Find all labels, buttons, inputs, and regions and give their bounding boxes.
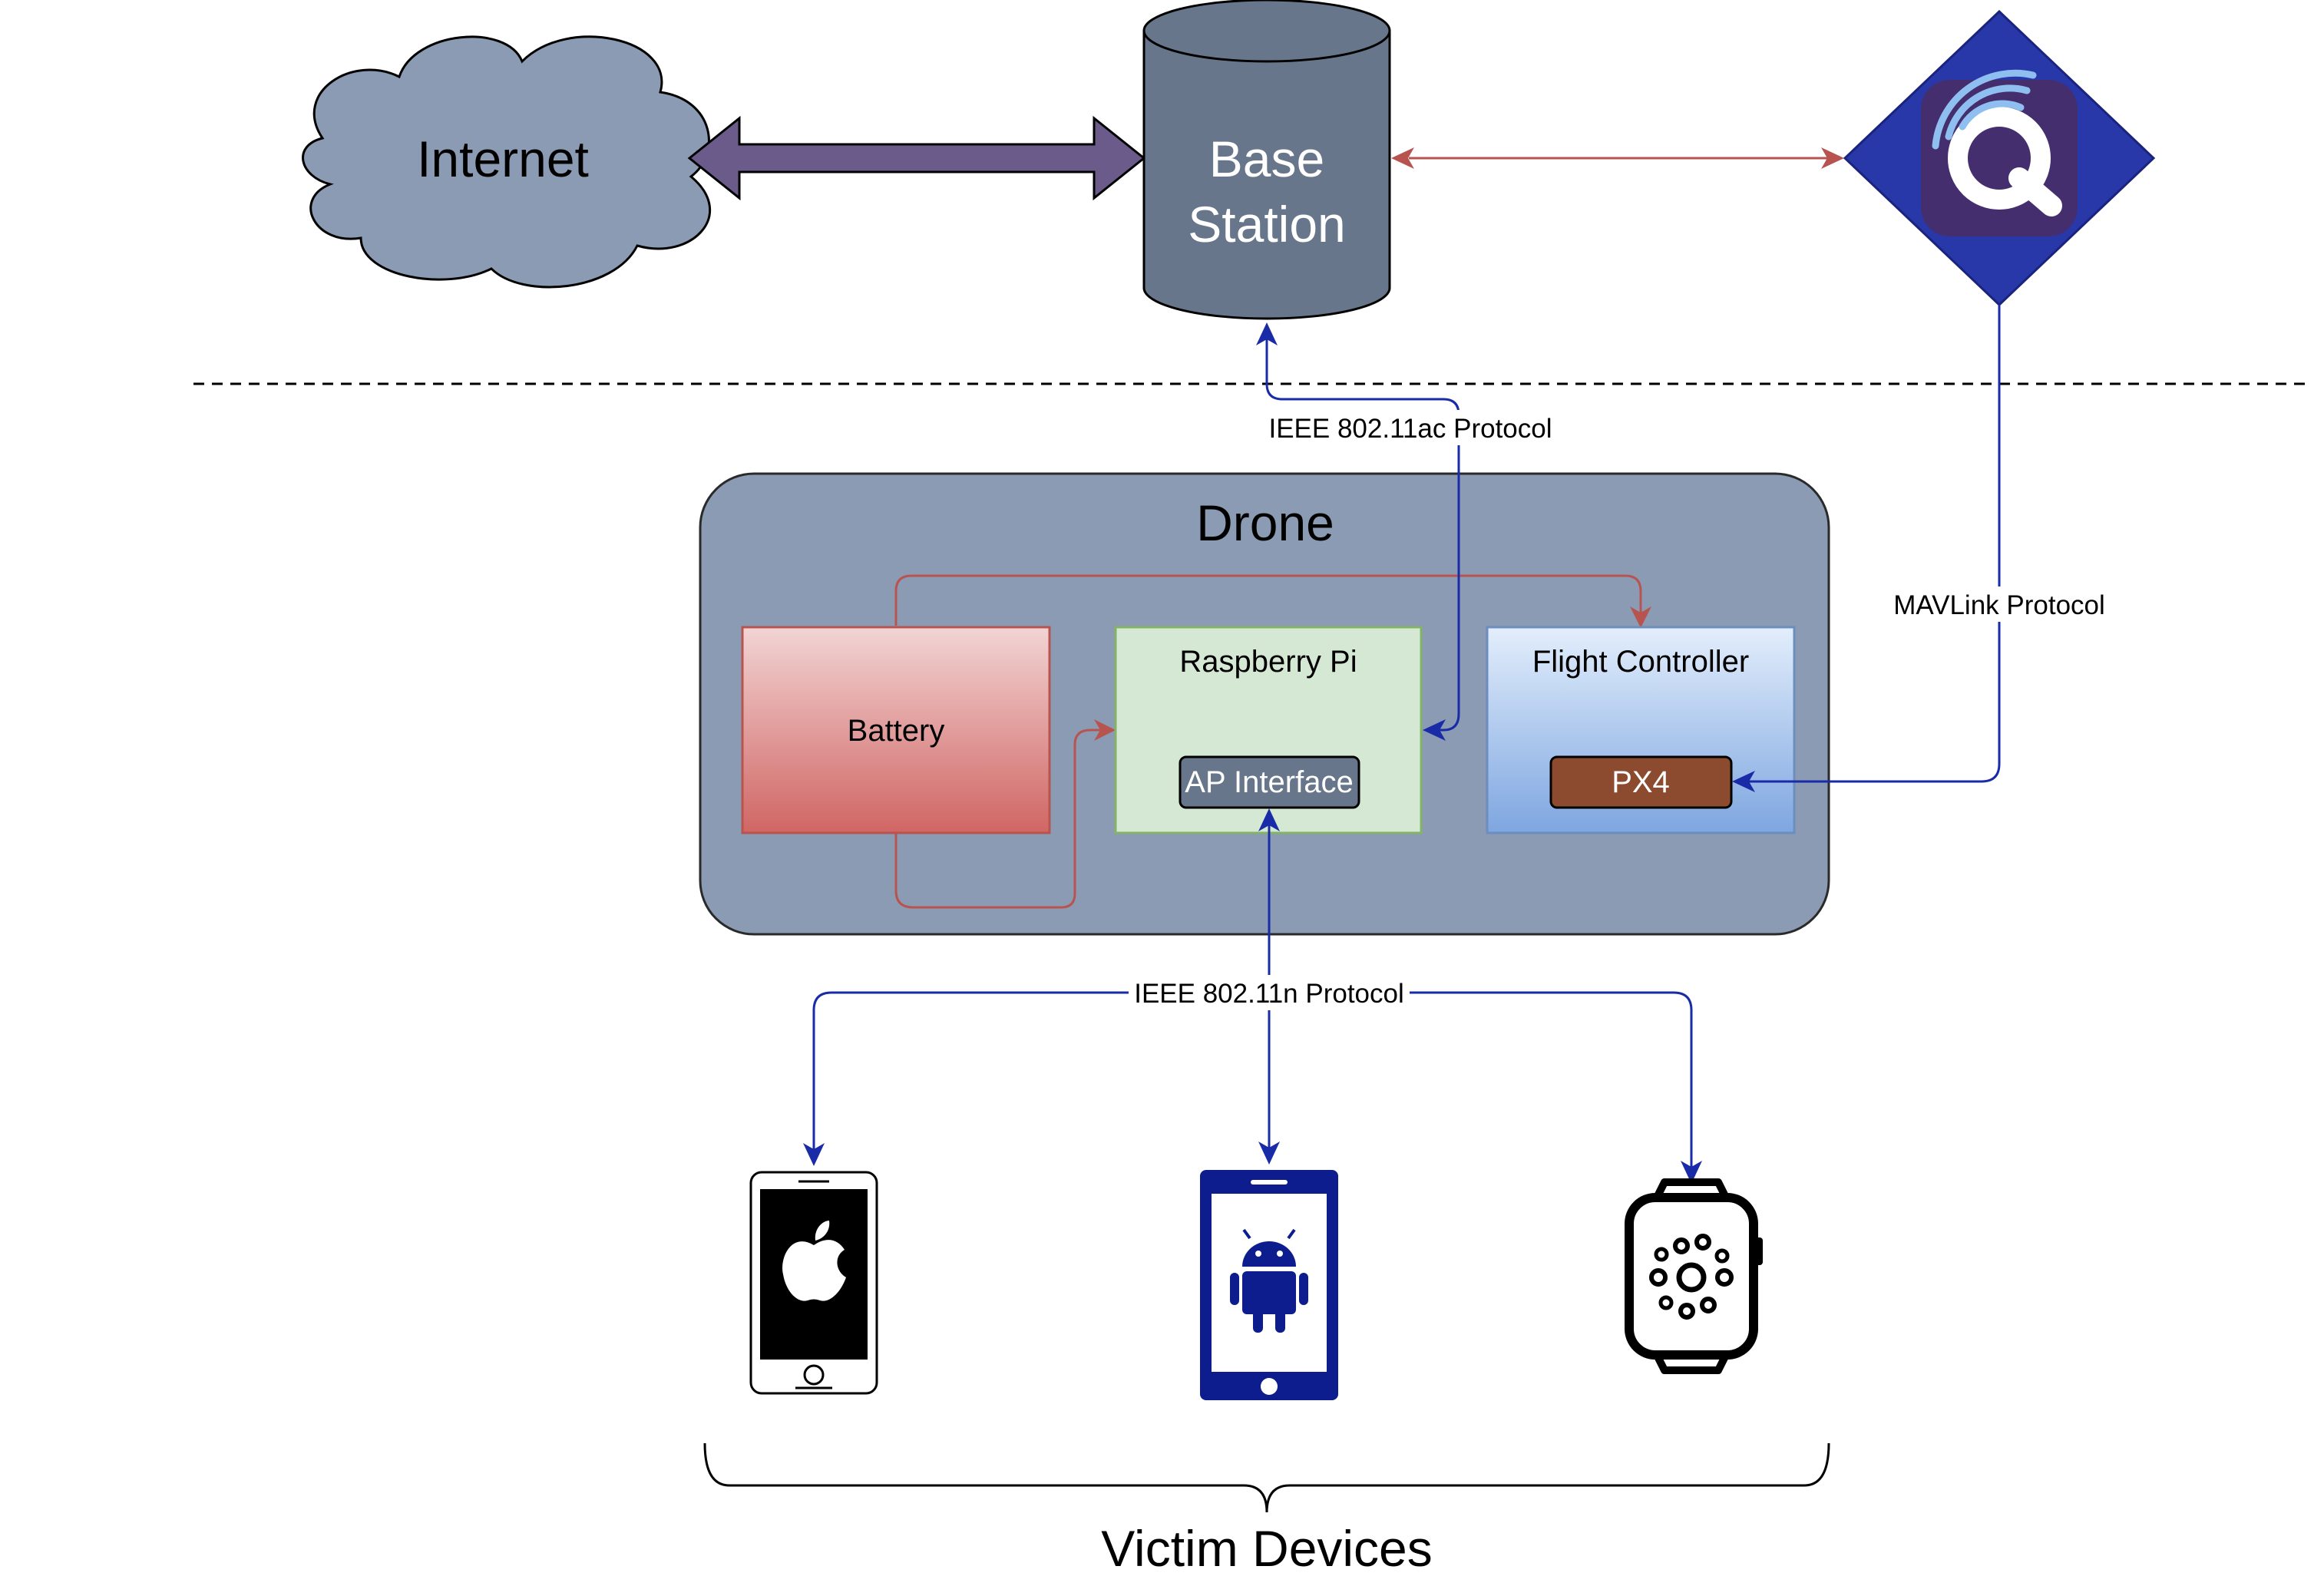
internet-label: Internet <box>417 131 589 187</box>
iphone-device <box>749 1171 878 1395</box>
edge-label-ieee-80211n: IEEE 802.11n Protocol <box>1134 979 1404 1009</box>
raspberry-pi-label: Raspberry Pi <box>1179 645 1357 679</box>
edge-label-mavlink: MAVLink Protocol <box>1893 590 2105 620</box>
ground-control-node <box>1843 9 2156 307</box>
apple-icon <box>782 1221 846 1301</box>
px4-label: PX4 <box>1612 765 1670 799</box>
ap-interface-label: AP Interface <box>1185 765 1353 799</box>
victim-devices-label: Victim Devices <box>1101 1520 1433 1577</box>
smartwatch-icon <box>1625 1178 1763 1374</box>
power-connector-top <box>894 574 1651 628</box>
base-station-label-line2: Station <box>1188 196 1345 253</box>
edge-ieee-80211ac: IEEE 802.11ac Protocol <box>1256 322 1562 741</box>
base-station-label-line1: Base <box>1209 131 1324 187</box>
flight-controller-label: Flight Controller <box>1532 645 1749 679</box>
edge-mavlink: MAVLink Protocol <box>1732 305 2114 792</box>
cloud-shape <box>302 35 711 289</box>
smartwatch-device <box>1625 1178 1763 1374</box>
px4-box <box>1549 755 1733 809</box>
cylinder-top <box>1142 0 1391 63</box>
raspberry-pi-node: Raspberry Pi AP Interface <box>1114 626 1423 834</box>
ap-interface-box <box>1179 755 1360 809</box>
drone-label: Drone <box>1196 494 1334 551</box>
qgc-q-mark <box>1932 69 2062 216</box>
victim-devices-brace <box>703 1442 1830 1513</box>
android-icon <box>1230 1228 1308 1333</box>
double-arrow-internet-base <box>687 115 1146 201</box>
cylinder-shape <box>1142 31 1391 320</box>
edge-label-ieee-80211ac: IEEE 802.11ac Protocol <box>1268 414 1552 444</box>
battery-node: Battery <box>741 626 1051 834</box>
android-device <box>1200 1170 1338 1400</box>
arrow-base-qgc <box>1391 147 1844 169</box>
power-connector-bottom <box>894 719 1116 909</box>
flight-controller-node: Flight Controller PX4 <box>1486 626 1796 834</box>
base-station-node: Base Station <box>1142 0 1391 320</box>
edge-ieee-80211n: IEEE 802.11n Protocol <box>803 808 1702 1184</box>
internet-node: Internet <box>302 35 711 289</box>
battery-label: Battery <box>848 714 945 748</box>
